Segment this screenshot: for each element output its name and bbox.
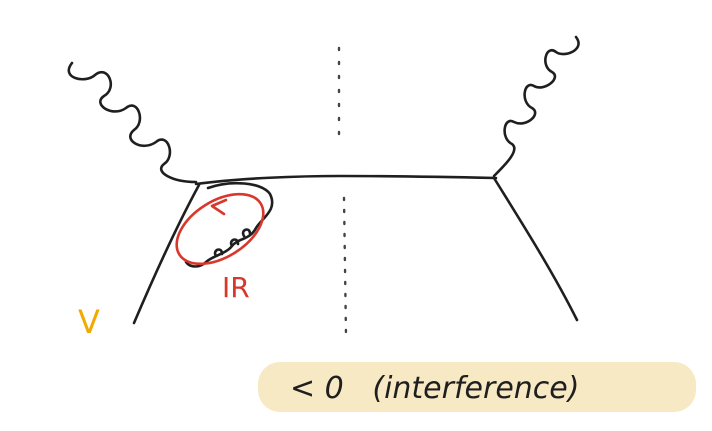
note-highlight	[258, 362, 696, 412]
vertex-label: V	[78, 303, 100, 341]
top-fermion-line	[194, 174, 498, 186]
ir-loop-ellipse	[175, 192, 265, 266]
gluon-loop-line	[184, 181, 274, 268]
right-fermion-line	[492, 176, 579, 322]
left-fermion-line	[132, 183, 201, 325]
left-photon-line	[67, 61, 198, 184]
cut-line-bottom	[342, 196, 348, 337]
right-photon-line	[492, 35, 580, 178]
interference-note: < 0 (interference)	[290, 371, 579, 406]
ir-loop-arrow-icon	[210, 198, 228, 216]
ir-label: IR	[222, 271, 250, 304]
